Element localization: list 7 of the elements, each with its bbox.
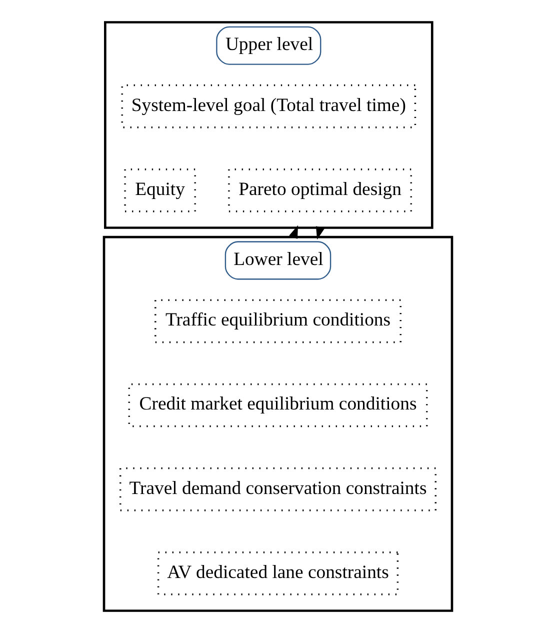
- node-box: Credit market equilibrium conditions: [128, 383, 428, 428]
- node-box: Traffic equilibrium conditions: [154, 299, 401, 344]
- node-box: Travel demand conservation constraints: [118, 467, 436, 512]
- node-box: Equity: [124, 168, 196, 212]
- node-box: AV dedicated lane constraints: [156, 552, 398, 596]
- node-box: System-level goal (Total travel time): [120, 84, 416, 128]
- node-box: Pareto optimal design: [228, 168, 412, 212]
